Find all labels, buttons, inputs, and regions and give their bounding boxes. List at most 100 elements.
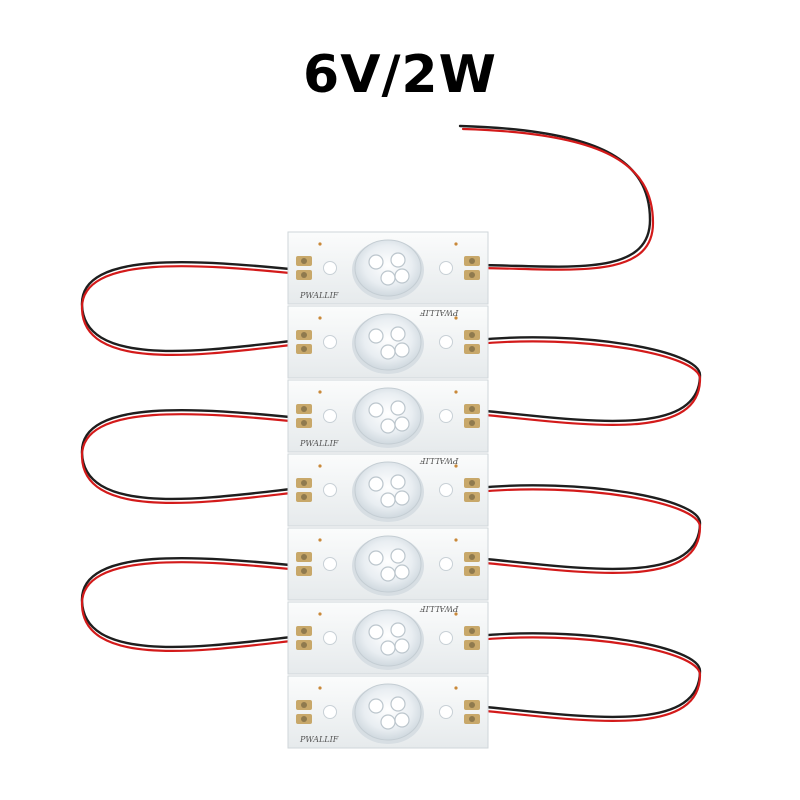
marker-dot [454,316,458,320]
board-marking: PWALLIF [420,308,460,317]
lens-facet [390,474,406,490]
lens-facet [380,714,396,730]
solder-joint [301,642,307,648]
left-loop-3-red [80,561,302,652]
side-dot-right [439,409,453,423]
board-marking: PWALLIF [299,735,339,744]
input-lead-red [461,127,655,271]
solder-joint [469,554,475,560]
lens-facet [368,550,384,566]
solder-joint [301,332,307,338]
solder-joint [301,406,307,412]
side-dot-left [323,409,337,423]
left-loop-2-red [80,413,302,504]
solder-joint [301,568,307,574]
right-loop-2-black [474,484,702,571]
lens-facet [394,342,410,358]
lens-facet [394,564,410,580]
side-dot-right [439,261,453,275]
lens-facet [394,712,410,728]
side-dot-left [323,631,337,645]
wire-layer [80,124,702,723]
lens-facet [390,696,406,712]
lens-facet [368,698,384,714]
side-dot-left [323,261,337,275]
lens-facet [368,624,384,640]
left-loop-2-black [80,408,302,501]
lens-facet [394,268,410,284]
left-loop-1-black [80,260,302,353]
solder-joint [301,554,307,560]
lens-facet [380,640,396,656]
lens-facet [380,344,396,360]
solder-joint [301,480,307,486]
right-loop-2-red [474,488,702,575]
lens [354,313,422,371]
solder-joint [301,628,307,634]
board-marking: PWALLIF [299,291,339,300]
lens-facet [394,490,410,506]
side-dot-right [439,631,453,645]
lens-facet [390,400,406,416]
marker-dot [318,390,322,394]
marker-dot [318,242,322,246]
led-board: PWALLIF [287,305,489,379]
side-dot-left [323,705,337,719]
marker-dot [454,390,458,394]
marker-dot [318,612,322,616]
lens-facet [368,402,384,418]
lens-facet [394,638,410,654]
input-lead-black [458,124,652,268]
solder-joint [301,716,307,722]
board-marking: PWALLIF [420,604,460,613]
board-marking: PWALLIF [299,439,339,448]
lens-facet [390,622,406,638]
lens [354,239,422,297]
right-loop-3-black [474,632,702,719]
lens-facet [368,254,384,270]
marker-dot [318,316,322,320]
left-loop-1-red [80,265,302,356]
lens-facet [390,548,406,564]
solder-joint [301,420,307,426]
product-title: 6V/2W [303,45,497,105]
marker-dot [318,538,322,542]
lens-facet [390,326,406,342]
solder-joint [469,346,475,352]
lens-facet [380,270,396,286]
board-marking: PWALLIF [420,456,460,465]
marker-dot [318,686,322,690]
lens [354,609,422,667]
lens-facet [368,476,384,492]
side-dot-left [323,557,337,571]
right-loop-3-red [474,636,702,723]
solder-joint [301,702,307,708]
solder-joint [469,642,475,648]
lens-facet [394,416,410,432]
right-loop-1-red [474,340,702,427]
marker-dot [454,538,458,542]
lens-facet [380,418,396,434]
led-board: PWALLIF [287,231,489,305]
led-board: PWALLIF [287,675,489,749]
board-layer: PWALLIF PWALLIF PWALLIF PWALLIF PWALLIF PWALL… [287,231,489,749]
side-dot-left [323,335,337,349]
lens-facet [390,252,406,268]
solder-joint [469,716,475,722]
solder-joint [301,494,307,500]
led-board: PWALLIF [287,453,489,527]
lens-facet [380,492,396,508]
lens [354,387,422,445]
led-board [287,527,489,601]
side-dot-right [439,705,453,719]
solder-joint [469,420,475,426]
left-loop-3-black [80,556,302,649]
led-board: PWALLIF [287,379,489,453]
solder-joint [469,406,475,412]
lens-facet [368,328,384,344]
right-loop-1-black [474,336,702,423]
lens [354,683,422,741]
solder-joint [301,258,307,264]
marker-dot [454,242,458,246]
side-dot-left [323,483,337,497]
